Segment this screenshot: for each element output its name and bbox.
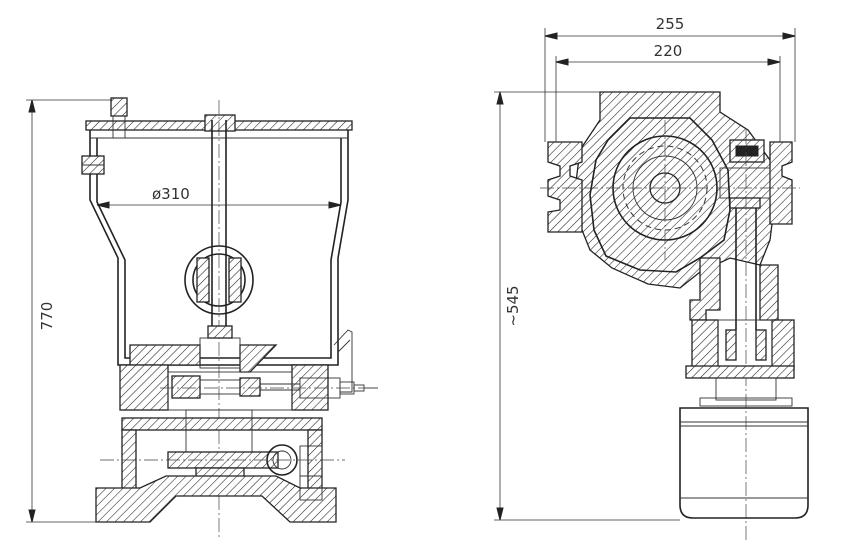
- front-height-label: 770: [38, 302, 56, 331]
- side-inner-width-label: 220: [654, 42, 683, 60]
- side-housing: [540, 91, 800, 289]
- side-outer-width-dimension: 255: [544, 15, 796, 142]
- side-outer-width-label: 255: [656, 15, 685, 33]
- front-view: 770 ø310: [26, 97, 380, 540]
- hopper-tank: [81, 97, 353, 366]
- side-height-dimension: ~545: [494, 91, 680, 521]
- top-fitting: [110, 97, 128, 117]
- front-diameter-dimension: ø310: [96, 185, 342, 209]
- side-inner-width-dimension: 220: [555, 42, 781, 142]
- side-height-label: ~545: [504, 285, 522, 326]
- pump-housing: [119, 325, 380, 411]
- motor-flange: [685, 319, 795, 407]
- electric-motor: [679, 407, 809, 519]
- side-view: 255 220 ~545: [494, 15, 809, 540]
- front-diameter-label: ø310: [152, 185, 190, 203]
- base-frame: [95, 409, 345, 523]
- front-height-dimension: 770: [26, 99, 112, 523]
- stirrer-float: [184, 245, 254, 315]
- central-shaft: [204, 100, 236, 540]
